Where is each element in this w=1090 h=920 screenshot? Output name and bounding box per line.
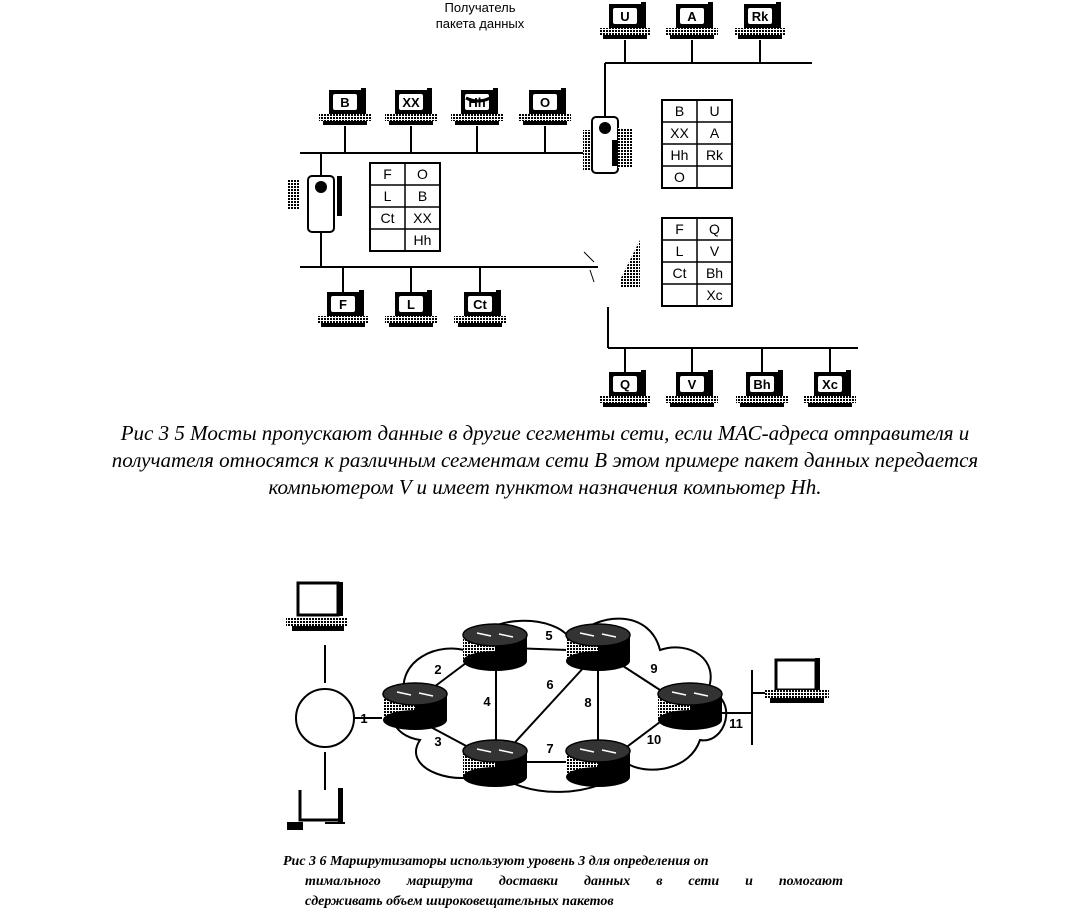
bridge-bottom-right-icon [583,240,640,288]
figure-3-6-caption: Рис 3 6 Маршрутизаторы используют уровен… [283,852,843,912]
receiver-pointer-icon [465,96,491,103]
router-icon [462,739,528,787]
computer-label: O [540,95,550,110]
computer-o: O [519,88,571,153]
computer-b: B [319,88,371,153]
network-cloud [392,617,728,793]
caption-line: Рис 3 6 Маршрутизаторы используют уровен… [283,854,709,869]
mac-table-left: F O L B Ct XX Hh [369,162,441,252]
link-label-9: 9 [650,661,657,676]
receiver-label-line2: пакета данных [435,16,525,31]
link-3 [426,724,471,749]
link-label-7: 7 [546,741,553,756]
mac-table-cell: O [674,169,685,185]
link-6 [507,664,587,751]
router-icon [657,682,723,730]
mac-table-cell: Q [709,221,720,237]
link-labels: 1 2 3 4 5 6 7 8 9 10 11 [360,628,742,756]
computer-label: Hh [468,95,485,110]
mac-table-cell: Hh [671,147,689,163]
caption-line: Рис 3 5 Мосты пропускают данные в другие… [120,421,970,445]
router-icon [382,682,448,730]
mac-table-cell: B [418,188,427,204]
mac-table-cell: XX [413,210,432,226]
mac-table-cell: V [710,243,720,259]
computer-label: Rk [752,9,769,24]
computer-f: F [317,267,369,327]
bridge-left-icon [288,175,342,233]
mac-table-cell: Hh [414,232,432,248]
computer-top-left-icon [286,581,348,631]
figure-3-6: 1 2 3 4 5 6 7 8 9 10 11 [286,581,829,830]
computer-l: L [385,267,437,327]
computer-label: Q [620,377,630,392]
computer-label: XX [402,95,420,110]
computer-label: F [339,297,347,312]
router-icon [565,623,631,671]
figure-3-5-caption: Рис 3 5 Мосты пропускают данные в другие… [0,420,1090,501]
router-icon [462,623,528,671]
mac-table-cell: U [709,103,719,119]
mac-table-cell: Rk [706,147,724,163]
receiver-label-line1: Получатель [444,0,516,15]
computer-rk: Rk [734,2,786,63]
mac-table-cell: O [417,166,428,182]
caption-line: компьютером V и имеет пунктом назначения… [268,475,822,499]
link-label-1: 1 [360,711,367,726]
mac-table-cell: Bh [706,265,723,281]
computer-xc: Xc [804,348,856,407]
computer-u: U [599,2,651,63]
computer-q: Q [599,348,651,407]
link-label-4: 4 [483,694,491,709]
link-label-11: 11 [729,716,743,731]
receiver-label: Получатель пакета данных [400,0,560,32]
mac-table-cell: A [710,125,720,141]
computer-label: Ct [473,297,487,312]
mac-table-cell: Ct [673,265,687,281]
computer-label: A [687,9,697,24]
link-label-8: 8 [584,695,591,710]
computer-label: L [407,297,415,312]
computer-v: V [666,348,718,407]
mac-table-cell: F [675,221,684,237]
computer-a: A [666,2,718,63]
router-icon [565,739,631,787]
link-9 [619,663,661,691]
hub-circle [295,688,355,748]
computer-right-icon [765,658,829,703]
routers [382,623,723,787]
computer-label: Bh [753,377,770,392]
mac-table-cell: F [383,166,392,182]
computer-xx: XX [385,88,437,153]
mac-table-cell: Ct [381,210,395,226]
link-label-3: 3 [434,734,441,749]
computer-label: U [620,9,629,24]
caption-line: сдерживать объем широковещательных пакет… [305,894,614,909]
computer-bh: Bh [736,348,788,407]
computer-bottom-left-icon [287,788,345,830]
mac-table-top-right: B U XX A Hh RkO [661,99,733,189]
caption-line: тимального маршрута доставки данных в се… [305,874,843,889]
link-label-2: 2 [434,662,441,677]
caption-line: получателя относятся к различным сегмент… [111,448,979,472]
computer-hh: Hh [451,88,503,153]
mac-table-cell: XX [670,125,689,141]
bridge-top-right-icon [583,116,632,174]
mac-table-cell: L [676,243,684,259]
computer-label: B [340,95,349,110]
link-label-10: 10 [647,732,661,747]
link-label-5: 5 [545,628,552,643]
computer-ct: Ct [454,267,506,327]
computer-label: V [688,377,697,392]
mac-table-cell: Xc [706,287,722,303]
mac-table-cell: B [675,103,684,119]
mac-table-cell: L [384,188,392,204]
link-label-6: 6 [546,677,553,692]
computer-label: Xc [822,377,838,392]
link-2 [429,659,471,691]
